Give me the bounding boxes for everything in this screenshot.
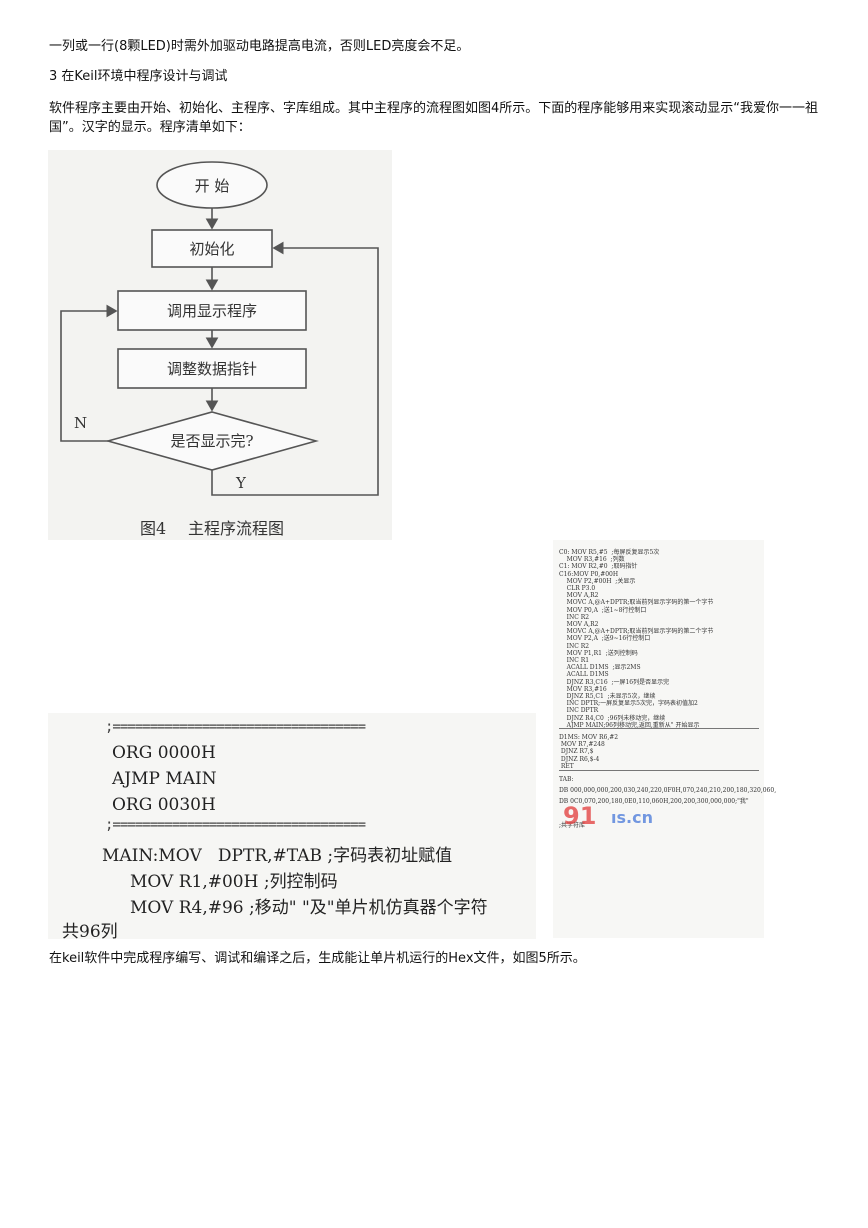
code-small-line: RET xyxy=(559,762,574,770)
code-line-ajmp: AJMP MAIN xyxy=(112,769,217,789)
code-small-line: INC R2 xyxy=(559,613,590,621)
code-small-line: MOV P1,R1 ;送列控制码 xyxy=(559,649,638,657)
code-small-line: INC R1 xyxy=(559,657,590,664)
start-label: 开 始 xyxy=(195,177,230,195)
code-small-line: MOV P0,A ;送1~8行控制口 xyxy=(559,606,647,614)
code-small-line: MOV R3,#16 ;列数 xyxy=(559,556,625,564)
code-small-line: DJNZ R6,$-4 xyxy=(559,755,600,763)
init-label: 初始化 xyxy=(189,240,234,258)
code-small-line: DJNZ R4,C0 ;96列未移动完，继续 xyxy=(559,714,666,722)
code-small-line: DJNZ R3,C16 ;一屏16列是否显示完 xyxy=(559,678,670,686)
code-small-line: CLR P3.0 xyxy=(559,585,596,592)
watermark-blue-glyph: ıs.cn xyxy=(611,808,653,827)
code-small-line: MOV R7,#248 xyxy=(559,741,605,749)
init-box xyxy=(151,229,273,268)
code-line-mov-r1: MOV R1,#00H ;列控制码 xyxy=(130,872,338,892)
code-small-separator-2 xyxy=(559,770,759,771)
figure-4-title: 主程序流程图 xyxy=(188,519,284,538)
section-heading-keil: 3 在Keil环境中程序设计与调试 xyxy=(49,69,228,84)
adjust-pointer-box xyxy=(117,348,307,389)
code-small-line: MOV R3,#16 xyxy=(559,685,607,693)
decision-label: 是否显示完? xyxy=(170,432,253,450)
loop-yes-arrow xyxy=(211,241,379,496)
code-separator-top: ;================================== xyxy=(105,719,366,735)
code-small-line: TAB: xyxy=(559,776,574,783)
code-line-mov-r4: MOV R4,#96 ;移动" "及"单片机仿真器个字符 xyxy=(130,898,488,918)
code-small-line: ACALL D1MS xyxy=(559,671,609,679)
code-small-line: AJMP MAIN;96列移动完,返回,重新从" 开始显示 xyxy=(559,721,700,729)
code-small-line: INC DPTR xyxy=(559,707,599,715)
code-listing-large: ;================================== ORG … xyxy=(48,713,536,942)
code-small-line: MOVC A,@A+DPTR;取当前列显示字码的第二个字节 xyxy=(559,628,714,636)
code-small-line: DJNZ R7,$ xyxy=(559,748,594,756)
adjust-pointer-label: 调整数据指针 xyxy=(167,360,257,378)
figure-4-flowchart: 开 始 初始化 调用显示程序 调整数据指针 是否显示完? N Y 图4 主程序流… xyxy=(48,150,392,540)
no-label: N xyxy=(74,414,87,432)
paragraph-program-structure: 软件程序主要由开始、初始化、主程序、字库组成。其中主程序的流程图如图4所示。下面… xyxy=(49,101,819,135)
code-small-line: MOV P2,#00H ;关显示 xyxy=(559,577,636,585)
code-line-org0030: ORG 0030H xyxy=(112,795,216,815)
code-small-line: MOV P2,A ;送9~16行控制口 xyxy=(559,635,651,643)
code-small-line: DB 000,000,000,200,030,240,220,0F0H,070,… xyxy=(559,787,777,794)
watermark-red-glyph: 91 xyxy=(563,802,597,830)
code-small-line: DB 0C0,070,200,180,0E0,110,060H,200,200,… xyxy=(559,798,749,805)
code-small-separator xyxy=(559,728,759,729)
code-small-line: MOVC A,@A+DPTR;取当前列显示字码的第一个字节 xyxy=(559,599,714,607)
code-line-org0000: ORG 0000H xyxy=(112,743,216,763)
figure-4-number: 图4 xyxy=(140,519,166,538)
code-small-line: MOV A,R2 xyxy=(559,621,599,628)
code-small-line: MOV A,R2 xyxy=(559,592,599,600)
loop-no-arrow xyxy=(60,304,118,442)
code-small-line: ACALL D1MS ;显示2MS xyxy=(559,664,641,672)
code-small-line: C0: MOV R5,#5 ;每屏反复显示5次 xyxy=(559,549,660,556)
call-display-label: 调用显示程序 xyxy=(167,302,257,320)
paragraph-hex-file: 在keil软件中完成程序编写、调试和编译之后，生成能让单片机运行的Hex文件，如… xyxy=(49,951,586,966)
code-separator-mid: ;================================== xyxy=(105,817,366,833)
code-small-line: C16:MOV P0,#00H xyxy=(559,570,619,578)
paragraph-led-current: 一列或一行(8颗LED)时需外加驱动电路提高电流，否则LED亮度会不足。 xyxy=(49,39,470,54)
code-line-tail: 共96列 xyxy=(62,922,118,942)
code-line-main: MAIN:MOV DPTR,#TAB ;字码表初址赋值 xyxy=(102,846,453,866)
code-small-tail: ;共字符库 xyxy=(559,822,586,829)
code-small-line: INC R2 xyxy=(559,642,590,650)
code-small-line: C1: MOV R2,#0 ;取码指针 xyxy=(559,563,638,571)
code-small-line: INC DPTR;一屏反复显示5次完，字码表初值加2 xyxy=(559,700,698,708)
code-small-line: DJNZ R5,C1 ;未显示5次，继续 xyxy=(559,693,656,700)
code-small-line: D1MS: MOV R6,#2 xyxy=(559,734,619,741)
flowchart-svg: 开 始 初始化 调用显示程序 调整数据指针 是否显示完? N Y 图4 主程序流… xyxy=(60,161,379,538)
yes-label: Y xyxy=(235,474,247,492)
